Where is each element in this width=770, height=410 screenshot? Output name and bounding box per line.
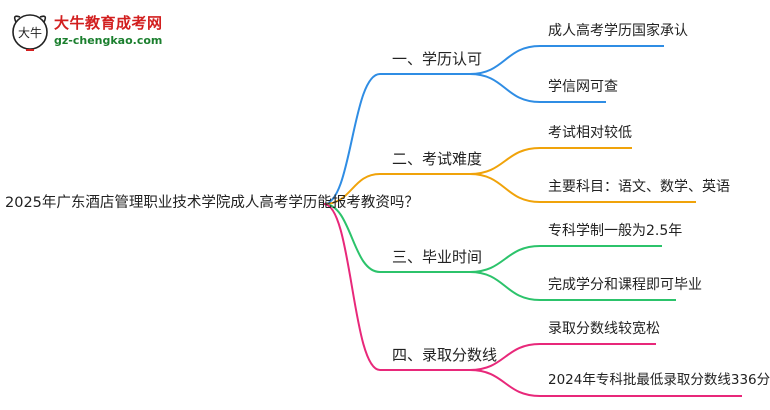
connector-branch-1-leaf-1 [469,45,664,75]
logo-mark-text: 大牛 [18,25,42,40]
branch-1-label: 一、学历认可 [392,50,483,68]
branch-4-leaf-2: 2024年专科批最低录取分数线336分 [548,372,770,388]
connector-branch-3-leaf-1 [469,245,662,273]
connector-root-branch-1 [323,73,470,205]
branch-2-leaf-2: 主要科目：语文、数学、英语 [548,179,730,195]
connector-branch-4-leaf-2 [469,369,742,397]
root-topic: 2025年广东酒店管理职业技术学院成人高考学历能报考教资吗？ [5,195,419,211]
branch-1-leaf-2: 学信网可查 [548,79,618,95]
connector-root-branch-3 [323,203,470,273]
site-logo: 大牛 大牛教育成考网 gz-chengkao.com [10,12,162,56]
connector-branch-3-leaf-2 [469,271,676,301]
branch-3-leaf-2: 完成学分和课程即可毕业 [548,277,702,293]
branch-2-label: 二、考试难度 [392,150,483,168]
branch-1-leaf-1: 成人高考学历国家承认 [548,23,688,39]
branch-4-label: 四、录取分数线 [392,346,498,364]
connector-branch-2-leaf-1 [469,147,632,175]
site-name: 大牛教育成考网 [54,14,163,32]
site-url: gz-chengkao.com [54,34,163,47]
branch-4-leaf-1: 录取分数线较宽松 [548,321,660,337]
connector-root-branch-2 [323,173,470,205]
branch-2-leaf-1: 考试相对较低 [548,125,632,141]
connector-branch-2-leaf-2 [469,173,696,203]
branch-3-leaf-1: 专科学制一般为2.5年 [548,223,683,239]
mindmap-connectors [323,45,742,397]
bull-mascot-icon: 大牛 [12,14,48,51]
connector-root-branch-4 [323,203,470,371]
connector-branch-1-leaf-2 [469,73,606,103]
connector-branch-4-leaf-1 [469,343,656,371]
branch-3-label: 三、毕业时间 [392,248,483,266]
